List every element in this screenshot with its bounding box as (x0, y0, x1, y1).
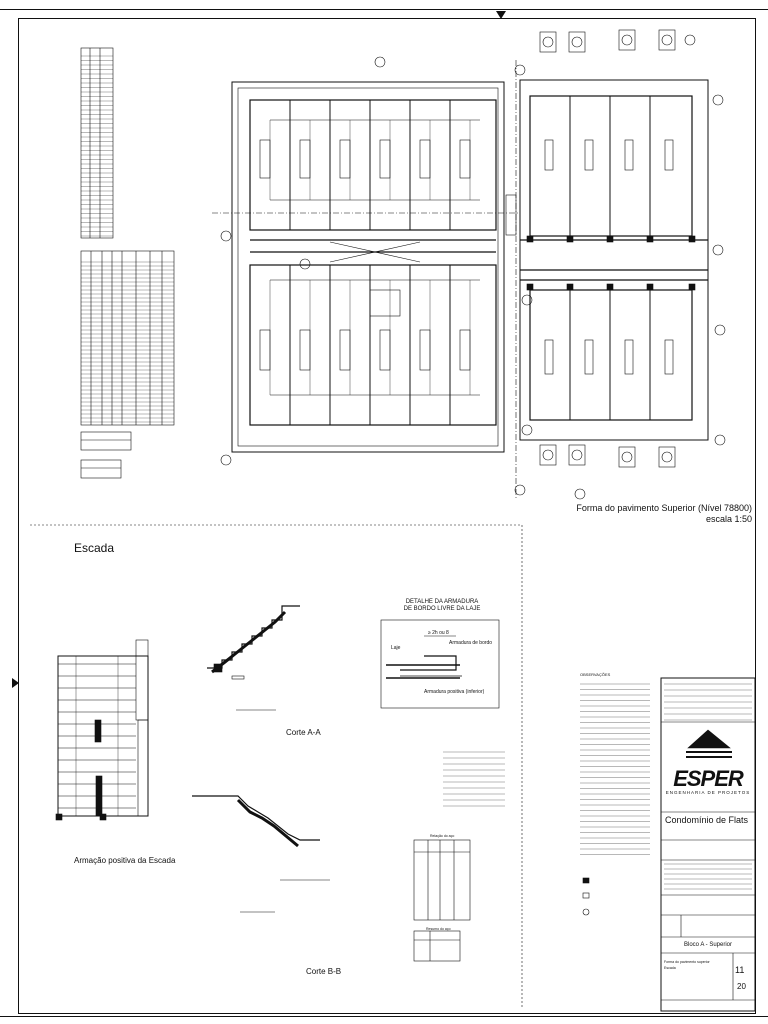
block-name: Bloco A - Superior (683, 942, 733, 948)
project-name: Condomínio de Flats (665, 815, 749, 825)
bottom-border-line (0, 1016, 768, 1017)
steel-summary-title: Resumo do aço (426, 927, 451, 931)
top-border-line (0, 9, 768, 10)
steel-relation-table (413, 839, 471, 962)
slab-schedule-table (80, 250, 175, 479)
floor-plan-left (212, 81, 520, 453)
detail-title-line2: DE BORDO LIVRE DA LAJE (403, 606, 481, 612)
drawing-description-1: Forma do pavimento superior (664, 960, 710, 964)
sheet-number: 11 (735, 965, 745, 975)
company-subtitle: ENGENHARIA DE PROJETOS (665, 790, 751, 795)
observations-title: OBSERVAÇÕES (580, 672, 611, 677)
title-block-lines (660, 677, 756, 1012)
edge-reinforcement-detail (380, 619, 500, 709)
center-marker-top (496, 11, 506, 19)
plan-title: Forma do pavimento Superior (Nível 78800… (576, 503, 752, 513)
detail-label-edge: Armadura de bordo (449, 640, 493, 646)
company-logo-text: ESPER (673, 766, 744, 791)
section-a-title: Corte A-A (286, 728, 321, 737)
section-b-drawing (192, 795, 330, 913)
stair-plan (55, 639, 149, 821)
steel-relation-title: Relação do aço (430, 834, 455, 838)
section-a-drawing (207, 605, 300, 711)
section-b-title: Corte B-B (306, 967, 342, 976)
drawing-frame (18, 18, 756, 1014)
bar-schedule-table (80, 47, 114, 239)
stair-title: Escada (74, 541, 115, 555)
detail-label-positive: Armadura positiva (inferior) (424, 689, 485, 695)
plan-scale: escala 1:50 (705, 514, 752, 524)
detail-label-slab: Laje (391, 645, 401, 651)
floor-plan-right (505, 60, 709, 500)
sheet-total: 20 (737, 982, 746, 991)
center-marker-left (12, 678, 19, 688)
detail-title-line1: DETALHE DA ARMADURA (405, 599, 479, 605)
stair-reinforcement-title: Armação positiva da Escada (74, 856, 176, 865)
detail-label-dimension: ≥ 2h ou 8 (428, 630, 449, 636)
drawing-description-2: Escada (664, 966, 676, 970)
